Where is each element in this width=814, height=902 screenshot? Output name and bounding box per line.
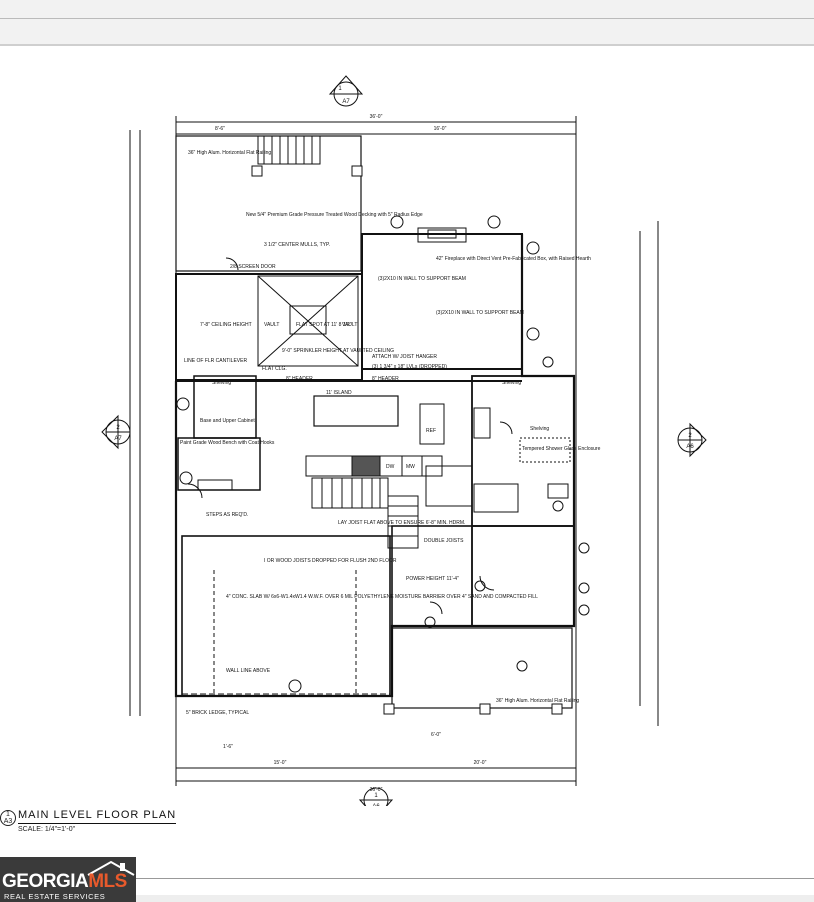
flat-spot xyxy=(257,275,359,367)
deck-outline xyxy=(175,135,362,272)
stairs xyxy=(311,477,389,509)
section-marker-bottom xyxy=(358,787,394,806)
note-dw: DW xyxy=(386,464,395,470)
note-bench: Paint Grade Wood Bench with Coat Hooks xyxy=(180,440,275,446)
dim-bottom-right: 20'-0" xyxy=(474,760,487,766)
bottom-strip xyxy=(136,895,814,902)
note-steps: STEPS AS REQ'D. xyxy=(206,512,248,518)
georgia-mls-logo: GEORGIAMLS REAL ESTATE SERVICES xyxy=(0,857,136,902)
marker-top-num: 1 xyxy=(338,86,342,92)
note-center-mulls: 3 1/2" CENTER MULLS, TYP. xyxy=(264,242,330,248)
note-conc-slab: 4" CONC. SLAB W/ 6x6-W1.4xW1.4 W.W.F. OV… xyxy=(226,594,538,600)
floor-plan-drawing: 1 A7 2 A7 2 A6 1 A6 36'-0" 8'-6" 16'-0" … xyxy=(101,75,707,806)
drawing-scale: SCALE: 1/4"=1'-0" xyxy=(18,826,76,833)
dim-top-left: 8'-6" xyxy=(215,126,225,132)
note-vault-left: VAULT xyxy=(264,322,279,328)
note-base-upper: Base and Upper Cabinet xyxy=(200,418,255,424)
note-header-2: 8" HEADER xyxy=(372,376,399,382)
bedroom-2 xyxy=(471,525,575,627)
note-rail-bottom: 36" High Alum. Horizontal Flat Railing xyxy=(496,698,579,704)
note-brick-ledge: 5" BRICK LEDGE, TYPICAL xyxy=(186,710,249,716)
note-sprinkler: 9'-0" SPRINKLER HEIGHT AT VAULTED CEILIN… xyxy=(282,348,394,354)
note-screen-door: 2/8 SCREEN DOOR xyxy=(230,264,276,270)
note-fireplace: 42" Fireplace with Direct Vent Pre-Fabri… xyxy=(436,256,591,262)
dim-bottom-b: 6'-0" xyxy=(431,732,441,738)
dim-bottom-overall: 36'-0" xyxy=(370,787,383,793)
title-ref-circle: 1 A3 xyxy=(0,810,16,826)
note-ceiling-height: 7'-8" CEILING HEIGHT xyxy=(200,322,252,328)
plan-labels: 1 A7 2 A7 2 A6 1 A6 36'-0" 8'-6" 16'-0" … xyxy=(114,86,694,806)
title-ref-sheet: A3 xyxy=(3,818,13,825)
marker-right-sheet: A6 xyxy=(686,444,694,450)
section-marker-top xyxy=(328,75,364,107)
note-decking: New 5/4" Premium Grade Pressure Treated … xyxy=(246,212,423,218)
deck-stair xyxy=(257,135,321,165)
note-floor-joists: I OR WOOD JOISTS DROPPED FOR FLUSH 2ND F… xyxy=(264,558,397,564)
note-island: 11' ISLAND xyxy=(326,390,352,396)
note-mw: MW xyxy=(406,464,415,470)
note-double-joists: DOUBLE JOISTS xyxy=(424,538,464,544)
title-underline xyxy=(18,823,176,824)
section-marker-left xyxy=(101,414,131,450)
drawing-title-block: 1 A3 MAIN LEVEL FLOOR PLAN SCALE: 1/4"=1… xyxy=(0,806,180,836)
marker-left-sheet: A7 xyxy=(114,436,122,442)
dim-top-overall: 36'-0" xyxy=(370,114,383,120)
kitchen-island xyxy=(313,395,399,427)
note-lvl: (3) 1 3/4" x 18" LVLs (DROPPED) xyxy=(372,364,447,370)
top-border xyxy=(0,44,814,46)
note-shelving-1: Shelving xyxy=(212,380,231,386)
section-marker-right xyxy=(677,422,707,458)
viewer-top-bar xyxy=(0,0,814,46)
note-beam-1: (3)2X10 IN WALL TO SUPPORT BEAM xyxy=(378,276,466,282)
brand-subtitle: REAL ESTATE SERVICES xyxy=(4,892,106,901)
brand-name-b: MLS xyxy=(88,871,127,892)
note-line-cantilever: LINE OF FLR CANTILEVER xyxy=(184,358,247,364)
fireplace xyxy=(417,227,467,243)
top-divider xyxy=(0,18,814,19)
note-lay-joist: LAY JOIST FLAT ABOVE TO ENSURE 6'-8" MIN… xyxy=(338,520,465,526)
marker-bottom-sheet: A6 xyxy=(372,804,380,806)
note-shelving-3: Shelving xyxy=(530,426,549,432)
dim-bottom-a: 1'-6" xyxy=(223,744,233,750)
note-wall-above: WALL LINE ABOVE xyxy=(226,668,271,674)
note-ref: REF xyxy=(426,428,436,434)
bottom-divider xyxy=(136,878,814,879)
note-beam-2: (3)2X10 IN WALL TO SUPPORT BEAM xyxy=(436,310,524,316)
garage xyxy=(181,535,391,697)
marker-right-num: 2 xyxy=(688,433,692,439)
powder-room xyxy=(391,525,473,627)
note-header-1: 8" HEADER xyxy=(286,376,313,382)
marker-left-num: 2 xyxy=(116,425,120,431)
house-roof-icon xyxy=(87,860,135,876)
note-flat-spot: FLAT SPOT AT 11' 8 1/2" xyxy=(296,322,352,328)
rear-deck xyxy=(391,627,573,709)
drawing-title: MAIN LEVEL FLOOR PLAN xyxy=(18,809,177,821)
note-flat-clg: FLAT CLG. xyxy=(262,366,287,372)
callout-post xyxy=(390,215,404,229)
note-shelving-2: Shelving xyxy=(502,380,521,386)
dim-top-right: 16'-0" xyxy=(434,126,447,132)
marker-top-sheet: A7 xyxy=(342,99,350,105)
dim-bottom-left: 15'-0" xyxy=(274,760,287,766)
note-power-height: POWER HEIGHT 11'-4" xyxy=(406,576,459,582)
note-rail-top: 36" High Alum. Horizontal Flat Railing xyxy=(188,150,271,156)
note-vault-right: VAULT xyxy=(342,322,357,328)
note-tempered: Tempered Shower Glass Enclosure xyxy=(522,446,601,452)
brand-name-a: GEORGIA xyxy=(2,871,89,892)
note-attach: ATTACH W/ JOIST HANGER xyxy=(372,354,437,360)
brand-name: GEORGIAMLS xyxy=(2,871,127,893)
title-ref-num: 1 xyxy=(6,811,10,818)
marker-bottom-num: 1 xyxy=(374,793,378,799)
